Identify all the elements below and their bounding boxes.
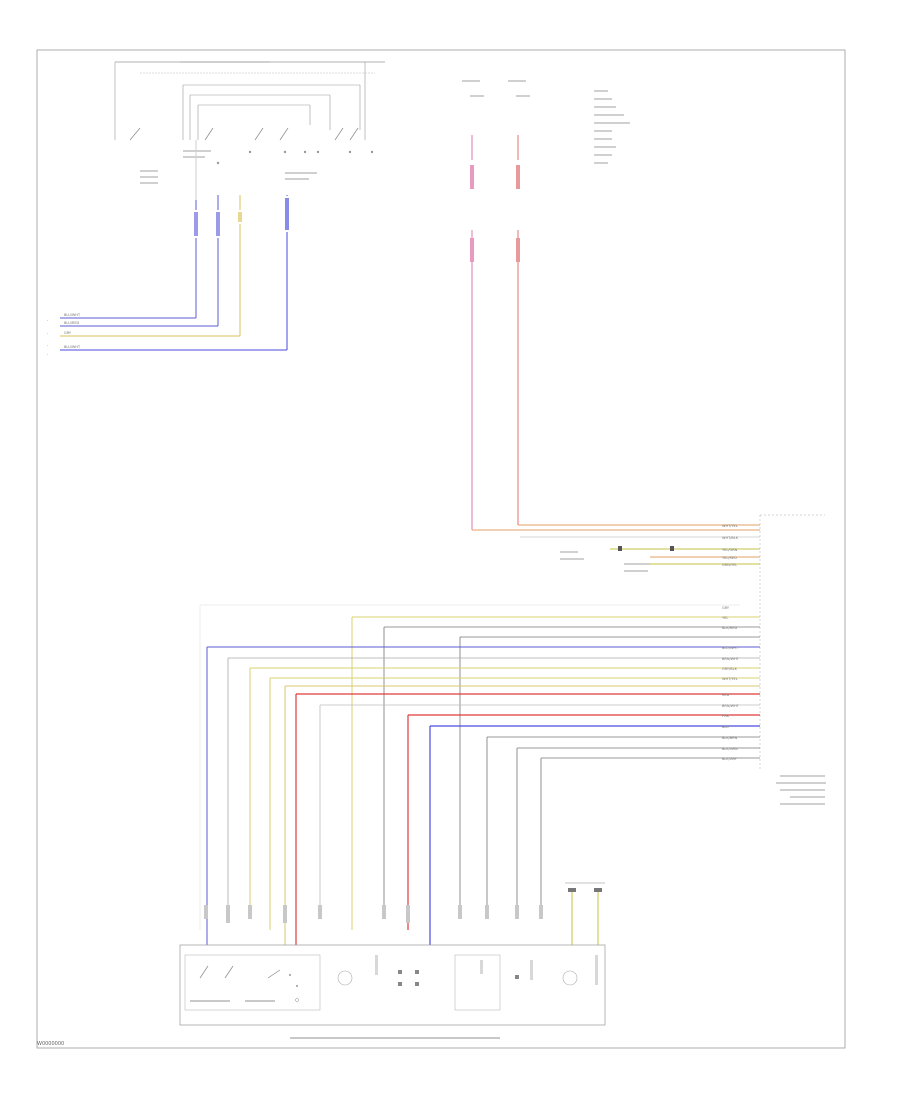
- bottom-wire-labels: [204, 905, 543, 923]
- fuse-feed-wires: [462, 80, 760, 531]
- connector-wire-label: BLK/BRN: [722, 736, 738, 740]
- door-control-module-connector: [759, 514, 826, 805]
- svg-text:·: ·: [47, 352, 48, 357]
- connector-wire-label: BRN/WHT: [722, 704, 740, 708]
- left-wire-label: BLU/WHT: [64, 313, 81, 317]
- lower-harness-wires: [199, 604, 760, 945]
- connector-wire-labels: WHT/YEL WHT/BLK YEL/GRN YEL/RED GRN/YEL …: [722, 524, 740, 761]
- left-harness-wires: · · · ·: [47, 195, 291, 357]
- svg-text:·: ·: [47, 318, 48, 323]
- window-switch-assembly: [179, 944, 606, 1039]
- connector-wire-label: PNK: [722, 714, 730, 718]
- connector-wire-label: BLK/GRN: [722, 747, 738, 751]
- connector-wire-label: BLK/RED: [722, 626, 737, 630]
- diagram-id: W0000000: [37, 1041, 65, 1047]
- connector-wire-label: YEL: [722, 616, 728, 620]
- connector-wire-label: WHT/YEL: [722, 677, 738, 681]
- diagram-border: [36, 49, 846, 1049]
- connector-wire-label: RED: [722, 693, 730, 697]
- connector-wire-label: YEL/RED: [722, 556, 737, 560]
- connector-wire-label: YEL/GRN: [722, 548, 738, 552]
- steering-switch-assembly: [114, 61, 385, 300]
- connector-wire-label: GRY: [722, 606, 730, 610]
- connector-wire-label: WHT/YEL: [722, 524, 738, 528]
- connector-side-wires: [520, 536, 760, 572]
- left-wire-label: BLU/RED: [64, 321, 80, 325]
- connector-wire-label: BLU/WHT: [722, 646, 739, 650]
- connector-wire-label: WHT/BLK: [722, 536, 739, 540]
- left-wire-label: GRY: [64, 331, 72, 335]
- svg-text:·: ·: [47, 343, 48, 348]
- left-wire-label: BLU/WHT: [64, 345, 81, 349]
- left-wire-labels: BLU/WHT BLU/RED GRY BLU/WHT: [64, 313, 81, 349]
- connector-wire-label: GRY/BLK: [722, 667, 738, 671]
- connector-wire-label: BRN/WHT: [722, 657, 740, 661]
- svg-text:·: ·: [47, 331, 48, 336]
- connector-wire-label: GRN/YEL: [722, 563, 737, 567]
- connector-wire-label: BLK/GRY: [722, 757, 738, 761]
- connector-wire-label: BLU: [722, 725, 729, 729]
